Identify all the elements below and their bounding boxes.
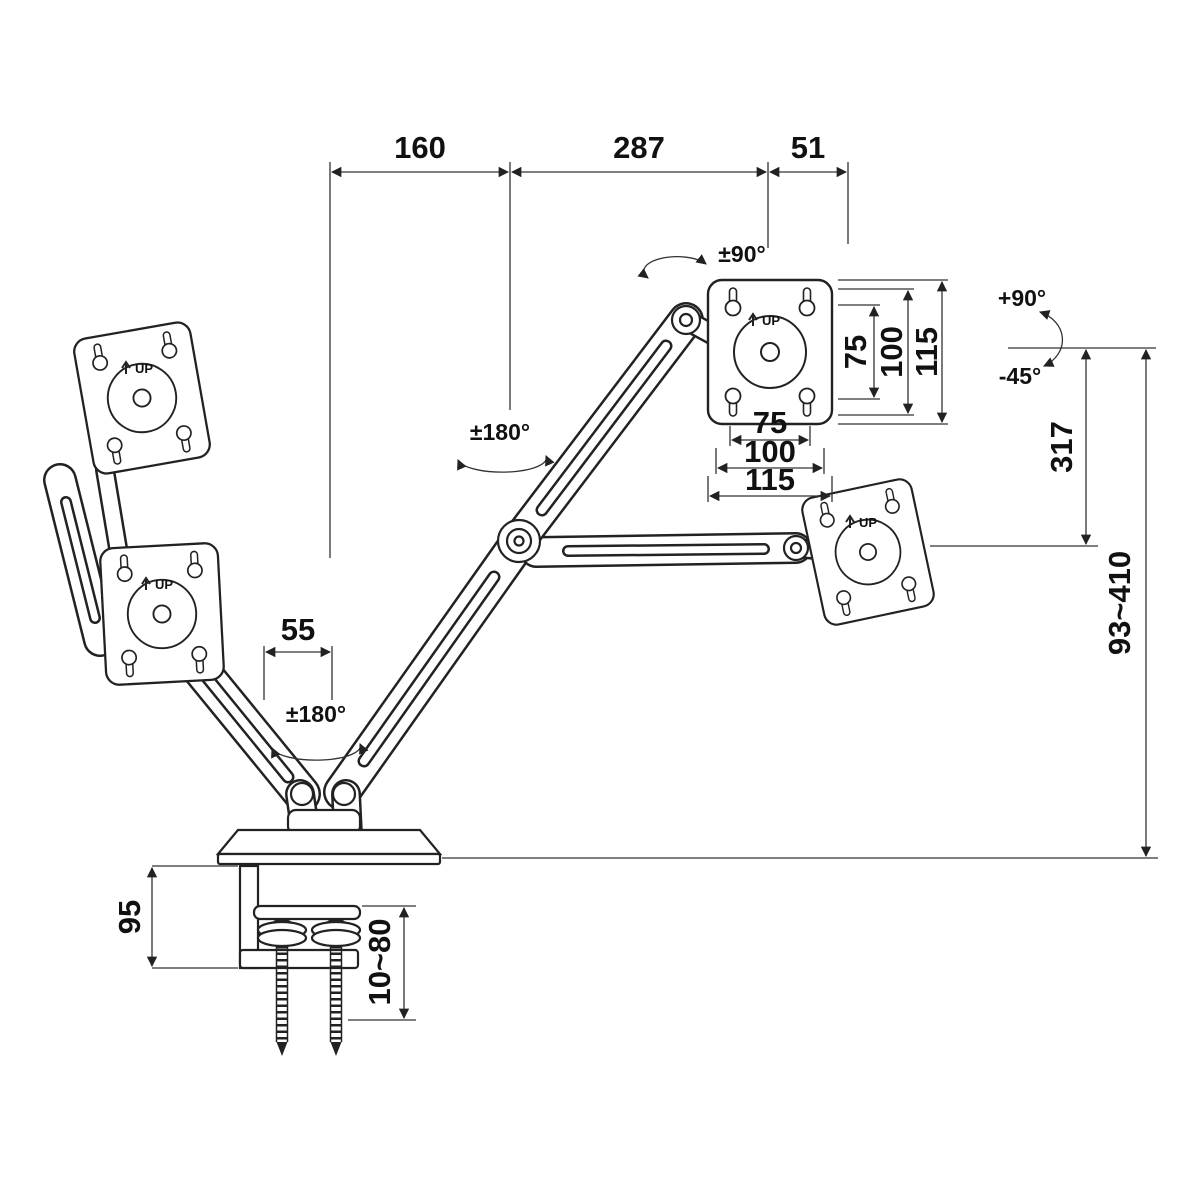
shoulder-joint <box>670 304 702 336</box>
head-swivel-label: ±90° <box>718 241 765 267</box>
vesa-horizontal-dimensions: 75 100 115 <box>707 405 833 502</box>
rotation-arrow-icon <box>457 455 555 473</box>
vesa-v75-label: 75 <box>838 335 873 369</box>
up-arrow-icon <box>845 514 855 528</box>
vesa-vertical-dimensions: 75 100 115 <box>838 279 948 425</box>
base-swivel-label: ±180° <box>286 701 346 727</box>
plate-up-marking: UP <box>748 312 780 328</box>
rotation-arrow-icon <box>637 254 707 279</box>
elbow-swivel-label: ±180° <box>470 419 530 445</box>
clamp-screw <box>256 918 308 1056</box>
plate-up-marking: UP <box>141 576 173 592</box>
rotation-arrow-icon <box>1039 310 1064 367</box>
rotation-arrow-icon <box>271 743 369 761</box>
dim-desk-10-80: 10~80 <box>362 918 397 1005</box>
up-label: UP <box>155 577 173 592</box>
up-label: UP <box>135 361 153 376</box>
dimension-annotations: 160 287 51 ±90° ±180° ±180° +90° -45° 75 <box>112 130 1158 1021</box>
height-dimensions: 317 93~410 <box>442 347 1158 859</box>
dim-clamp-95: 95 <box>112 900 147 934</box>
up-label: UP <box>762 313 780 328</box>
vesa-v100-label: 100 <box>874 326 909 378</box>
tilt-down-label: -45° <box>999 363 1041 389</box>
dim-height-317: 317 <box>1044 421 1079 473</box>
clamp-height-dimension: 95 <box>112 865 238 969</box>
plate-up-marking: UP <box>121 360 153 376</box>
arm-assembly: UP UP UP UP <box>43 278 938 1056</box>
up-arrow-icon <box>121 360 131 374</box>
tilt-joint <box>782 534 810 562</box>
vesa-plate-left-lower <box>98 541 226 687</box>
up-arrow-icon <box>748 312 758 326</box>
dim-height-range: 93~410 <box>1102 551 1137 655</box>
rotation-annotations: ±90° ±180° ±180° +90° -45° <box>271 241 1064 761</box>
vesa-v115-label: 115 <box>909 327 944 377</box>
dim-pole-55: 55 <box>281 612 315 647</box>
dim-width-287: 287 <box>613 130 665 165</box>
plate-up-marking: UP <box>845 514 877 530</box>
up-arrow-icon <box>141 576 151 590</box>
clamp-pad <box>252 904 362 921</box>
dim-width-160: 160 <box>394 130 446 165</box>
base-plate <box>215 828 443 856</box>
clamp-bottom-arm <box>238 948 360 970</box>
vesa-h75-label: 75 <box>753 405 787 440</box>
elbow-joint <box>496 518 542 564</box>
dim-width-51: 51 <box>791 130 825 165</box>
pole-width-dimension: 55 <box>263 612 333 700</box>
tilt-up-label: +90° <box>998 285 1046 311</box>
vesa-h100-label: 100 <box>744 434 796 469</box>
desk-thickness-dimension: 10~80 <box>348 905 416 1021</box>
desk-clamp-base <box>215 828 443 1056</box>
clamp-screw <box>310 918 362 1056</box>
up-label: UP <box>859 515 877 530</box>
top-width-dimensions: 160 287 51 <box>329 130 849 558</box>
vesa-h115-label: 115 <box>745 462 795 497</box>
vesa-plate-right-middle <box>798 475 938 629</box>
vesa-plate-left-upper <box>70 319 214 477</box>
vesa-plate-front-right <box>706 278 834 426</box>
